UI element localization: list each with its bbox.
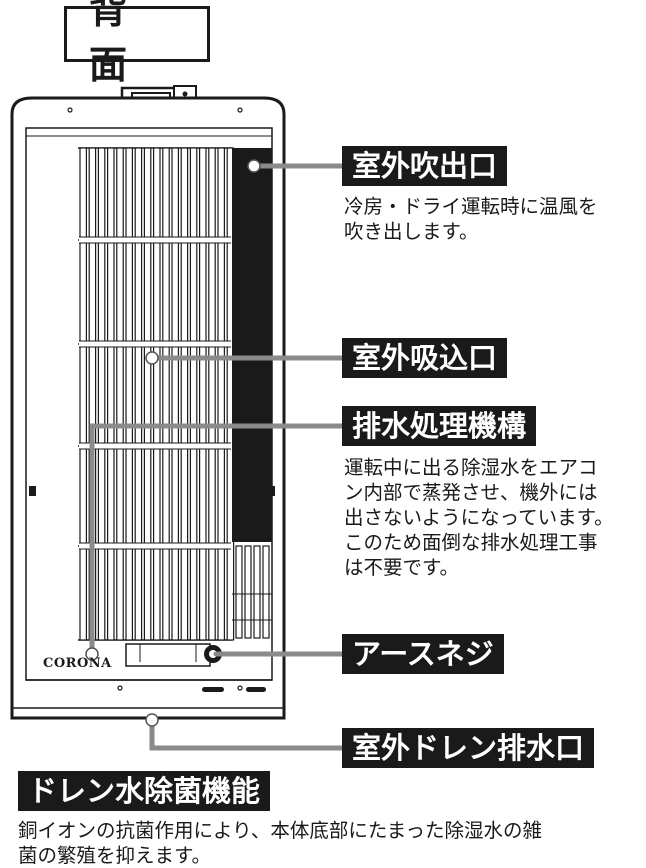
label-drain-port: 室外ドレン排水口 bbox=[342, 728, 595, 768]
intake-grille bbox=[78, 147, 235, 641]
label-intake: 室外吸込口 bbox=[342, 338, 508, 378]
leader-lines bbox=[89, 163, 345, 751]
brand-logo: CORONA bbox=[43, 656, 112, 671]
label-drain-sterilization: ドレン水除菌機能 bbox=[18, 771, 271, 811]
outlet-panel bbox=[232, 148, 272, 639]
desc-drain-mechanism: 運転中に出る除湿水をエアコ ン内部で蒸発させ、機外には 出さないようになっていま… bbox=[344, 456, 614, 579]
leader-dots bbox=[85, 159, 261, 727]
label-outlet: 室外吹出口 bbox=[342, 146, 508, 186]
desc-outlet: 冷房・ドライ運転時に温風を 吹き出します。 bbox=[344, 195, 598, 243]
desc-drain-sterilization: 銅イオンの抗菌作用により、本体底部にたまった除湿水の雑 菌の繁殖を抑えます。 bbox=[18, 819, 542, 867]
label-drain-mechanism: 排水処理機構 bbox=[342, 406, 537, 446]
bottom-strip bbox=[12, 643, 284, 709]
label-ground-screw: アースネジ bbox=[342, 634, 504, 674]
